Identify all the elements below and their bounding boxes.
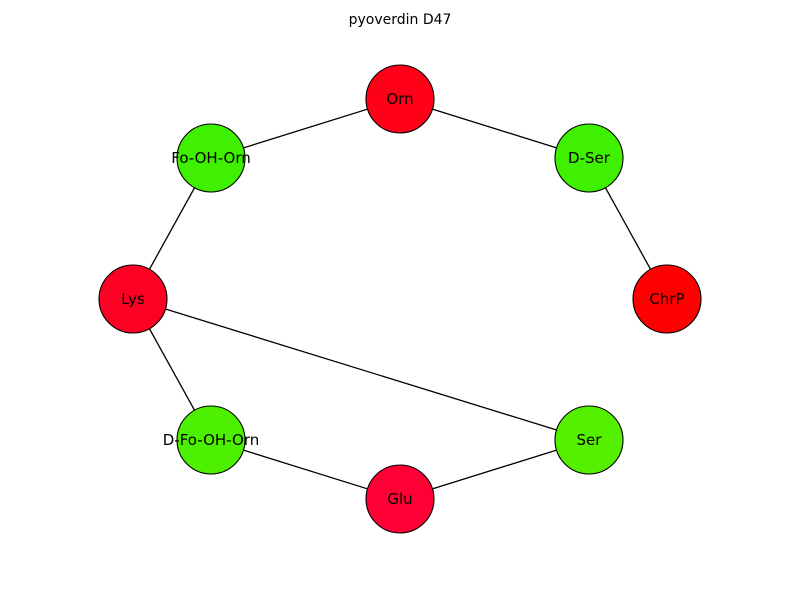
edge-lys-ser — [132, 298, 590, 441]
node-circle-d-fo-oh-orn — [176, 405, 246, 475]
diagram-title: pyoverdin D47 — [349, 12, 452, 28]
node-circle-chrp — [632, 264, 702, 334]
node-label-d-fo-oh-orn: D-Fo-OH-Orn — [163, 431, 259, 449]
node-ser: Ser — [554, 405, 624, 475]
node-chrp: ChrP — [632, 264, 702, 334]
node-glu: Glu — [365, 464, 435, 534]
node-label-orn: Orn — [386, 90, 413, 108]
node-label-fo-oh-orn: Fo-OH-Orn — [171, 149, 251, 167]
node-circle-fo-oh-orn — [176, 123, 246, 193]
node-circle-d-ser — [554, 123, 624, 193]
node-lys: Lys — [98, 264, 168, 334]
node-circle-glu — [365, 464, 435, 534]
node-orn: Orn — [365, 64, 435, 134]
node-label-d-ser: D-Ser — [568, 149, 611, 167]
node-label-chrp: ChrP — [649, 290, 684, 308]
node-label-lys: Lys — [121, 290, 145, 308]
node-circle-lys — [98, 264, 168, 334]
node-label-ser: Ser — [577, 431, 603, 449]
node-d-ser: D-Ser — [554, 123, 624, 193]
node-circle-ser — [554, 405, 624, 475]
node-circle-orn — [365, 64, 435, 134]
node-d-fo-oh-orn: D-Fo-OH-Orn — [163, 405, 259, 475]
node-label-glu: Glu — [387, 490, 412, 508]
node-fo-oh-orn: Fo-OH-Orn — [171, 123, 251, 193]
